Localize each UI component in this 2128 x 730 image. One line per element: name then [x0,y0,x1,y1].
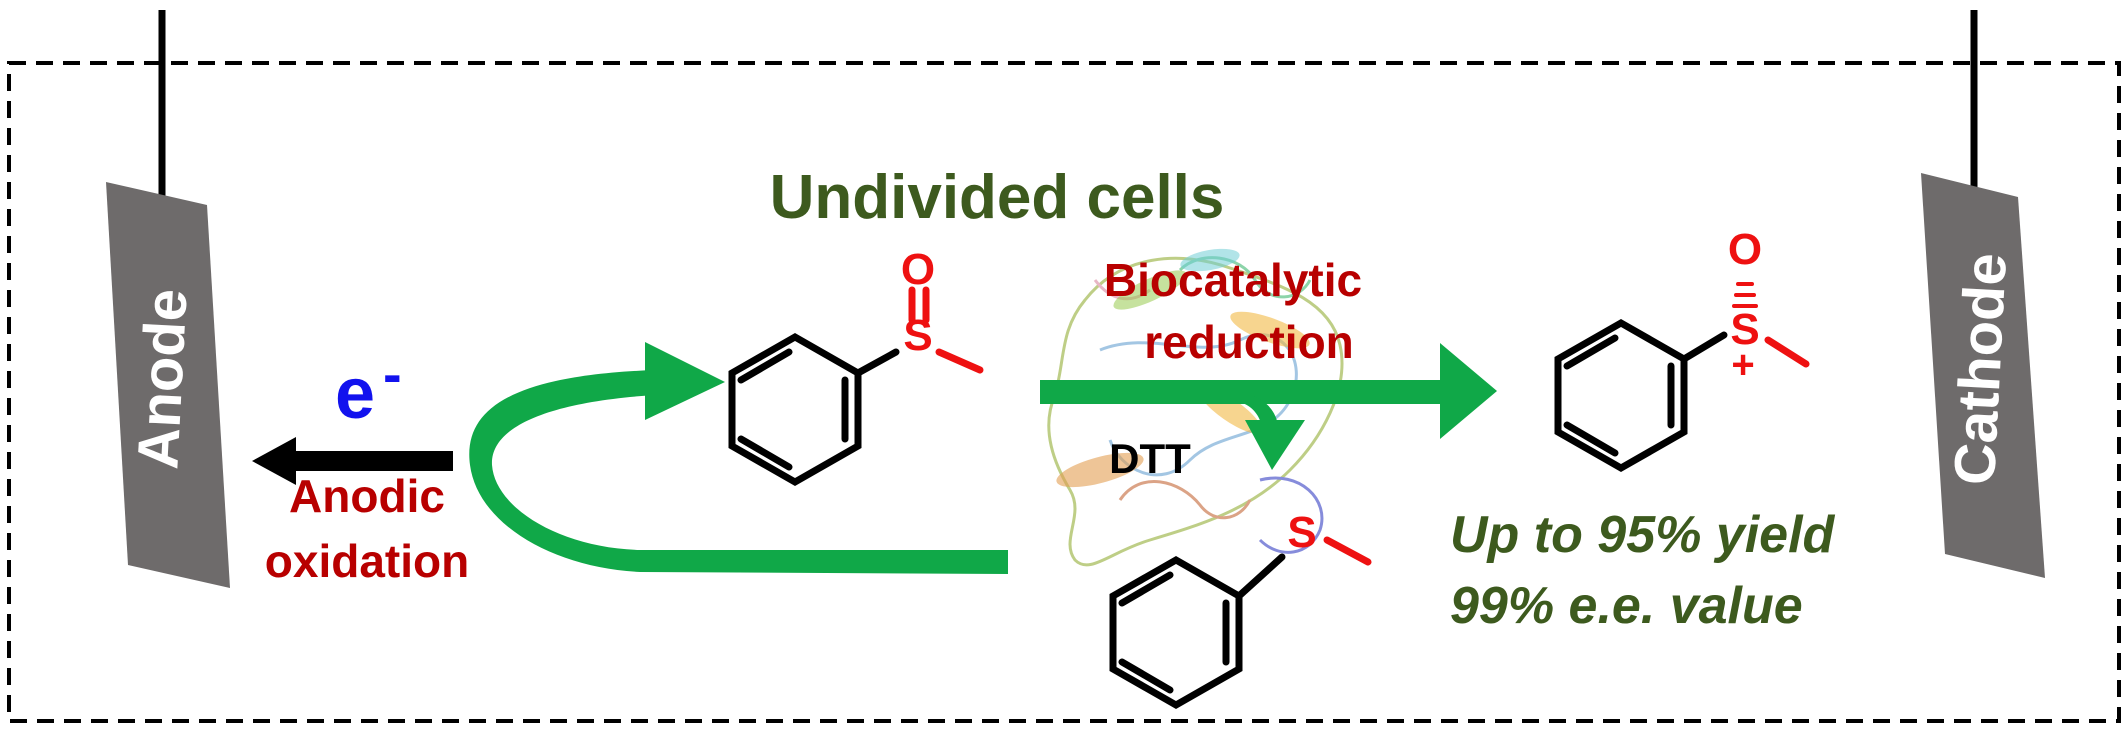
electron-flow-arrowhead [252,437,296,485]
product-sulfur: S [1730,305,1759,354]
cell-boundary [7,61,2121,723]
electron-charge: - [383,342,402,405]
cathode-plate [1921,173,2045,578]
recycle-arrowhead [645,342,725,420]
bio-label-line1: Biocatalytic [1104,254,1362,306]
reduction-arrowhead [1440,343,1497,439]
anodic-label-line2: oxidation [265,535,469,587]
recycle-arrow-body [469,370,1008,574]
bio-label-line2: reduction [1144,316,1354,368]
dtt-branch-arrowhead [1245,420,1305,470]
dtt-label: DTT [1109,435,1191,482]
result-ee: 99% e.e. value [1450,577,1803,635]
sulfoxide-structure [728,286,984,487]
sulfide-structure [1109,536,1372,710]
result-yield: Up to 95% yield [1450,506,1836,564]
product-oxygen: O [1728,225,1762,274]
diagram-title: Undivided cells [770,163,1225,232]
product-plus-charge: + [1731,343,1754,387]
sulfoxide-sulfur: S [903,311,932,360]
dtt-branch-arrow [1240,392,1278,428]
anode-label: Anode [125,287,199,471]
anode-plate [106,182,230,588]
sulfide-sulfur: S [1287,508,1316,557]
sulfoxide-oxygen: O [901,245,935,294]
cathode-label: Cathode [1942,251,2019,486]
anodic-label-line1: Anodic [289,470,445,522]
electron-symbol: e [335,354,375,434]
enzyme-illustration [1047,248,1344,567]
product-structure [1554,282,1810,473]
